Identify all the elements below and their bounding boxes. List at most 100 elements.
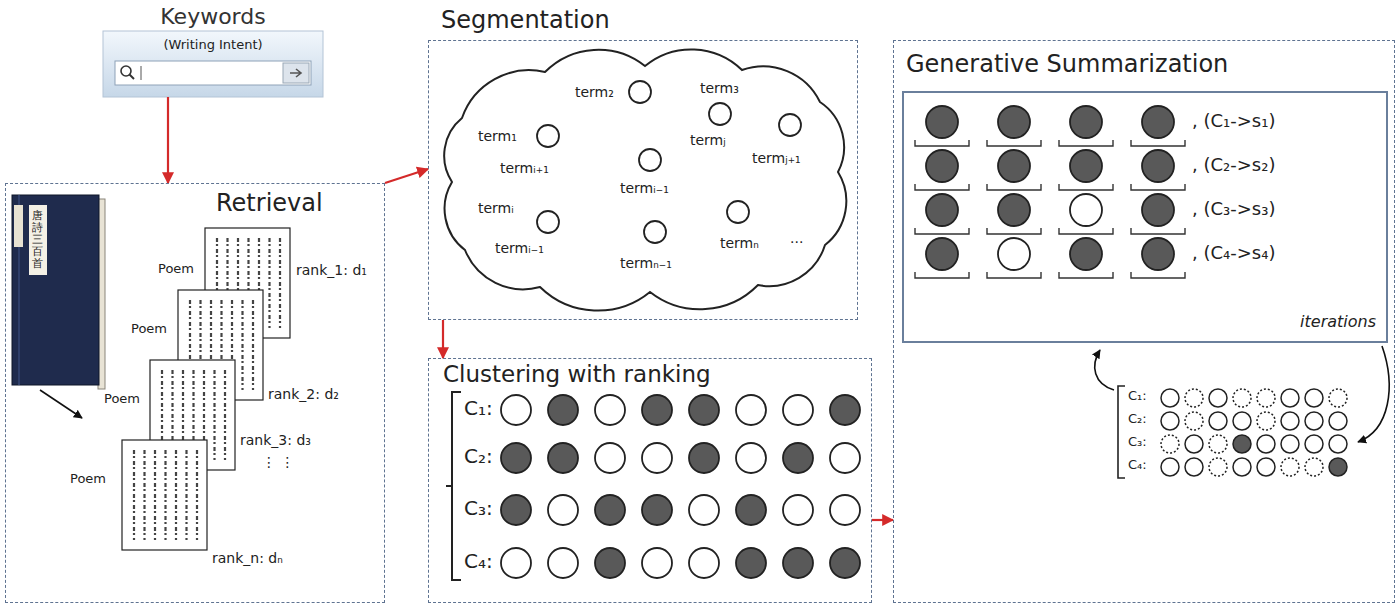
sentence-term bbox=[1070, 194, 1102, 226]
document-label: rank_3: d₃ bbox=[240, 432, 311, 448]
term-circle bbox=[548, 395, 578, 425]
term-circle bbox=[1233, 435, 1251, 453]
slot-underline bbox=[1059, 228, 1113, 234]
document-label: Poem bbox=[104, 392, 140, 407]
term-label: term₃ bbox=[700, 80, 739, 96]
calligraphy-column bbox=[175, 450, 177, 540]
search-panel bbox=[103, 31, 323, 97]
term-circle bbox=[830, 495, 860, 525]
term-circle bbox=[1305, 389, 1323, 407]
term-circle bbox=[1161, 435, 1179, 453]
term-circle bbox=[1329, 435, 1347, 453]
stage-heading: Retrieval bbox=[216, 190, 323, 218]
iteration-arrow bbox=[1358, 346, 1389, 442]
book-title-strip bbox=[29, 205, 47, 275]
sentence-term bbox=[1142, 238, 1174, 270]
term-circle bbox=[1161, 389, 1179, 407]
sentence-term bbox=[1070, 106, 1102, 138]
term-circle bbox=[1281, 458, 1299, 476]
magnifier-handle bbox=[130, 75, 135, 80]
stage-box: Generative Summarizationiterations bbox=[893, 40, 1395, 603]
slot-underline bbox=[915, 272, 969, 278]
term-circle bbox=[783, 395, 813, 425]
calligraphy-column bbox=[252, 300, 254, 390]
term-label: termⱼ bbox=[690, 132, 726, 148]
cluster-bracket bbox=[1118, 386, 1125, 478]
term-cloud bbox=[444, 49, 846, 310]
term-circle bbox=[830, 443, 860, 473]
stage-heading: Segmentation bbox=[441, 7, 610, 35]
text-caret bbox=[141, 66, 142, 80]
term-circle bbox=[709, 103, 731, 125]
term-circle bbox=[1305, 412, 1323, 430]
term-circle bbox=[1233, 412, 1251, 430]
iteration-box: iterations bbox=[902, 91, 1388, 343]
sentence-term bbox=[998, 150, 1030, 182]
term-circle bbox=[537, 211, 559, 233]
calligraphy-column bbox=[143, 450, 145, 540]
slot-underline bbox=[1059, 272, 1113, 278]
cluster-label: C₁: bbox=[1128, 389, 1147, 404]
term-circle bbox=[595, 395, 625, 425]
sentence-term bbox=[998, 238, 1030, 270]
term-circle bbox=[1281, 412, 1299, 430]
term-circle bbox=[548, 443, 578, 473]
flow-arrow bbox=[442, 320, 444, 358]
term-circle bbox=[1281, 435, 1299, 453]
term-circle bbox=[595, 548, 625, 578]
cluster-label: C₄: bbox=[464, 550, 493, 573]
book-title: 唐詩三百首 bbox=[32, 210, 43, 270]
term-circle bbox=[779, 114, 801, 136]
search-button bbox=[283, 63, 309, 83]
term-circle bbox=[830, 395, 860, 425]
calligraphy-column bbox=[133, 450, 135, 540]
document-label: rank_1: d₁ bbox=[296, 262, 367, 278]
document-label: Poem bbox=[70, 472, 106, 487]
term-circle bbox=[642, 495, 672, 525]
term-circle bbox=[1209, 435, 1227, 453]
term-circle bbox=[639, 149, 661, 171]
term-circle bbox=[501, 395, 531, 425]
slot-underline bbox=[1131, 272, 1185, 278]
sentence-term bbox=[998, 106, 1030, 138]
term-circle bbox=[1233, 458, 1251, 476]
slot-underline bbox=[1131, 228, 1185, 234]
cluster-label: C₂: bbox=[464, 445, 493, 468]
sentence-term bbox=[926, 238, 958, 270]
sentence-term bbox=[998, 194, 1030, 226]
term-circle bbox=[501, 495, 531, 525]
term-circle bbox=[689, 395, 719, 425]
term-label: termₙ₋₁ bbox=[620, 255, 672, 271]
term-circle bbox=[595, 443, 625, 473]
term-circle bbox=[1329, 389, 1347, 407]
term-circle bbox=[548, 548, 578, 578]
term-circle bbox=[1329, 458, 1347, 476]
term-circle bbox=[736, 395, 766, 425]
flow-arrow bbox=[385, 169, 428, 183]
slot-underline bbox=[915, 184, 969, 190]
document-label: Poem bbox=[131, 322, 167, 337]
term-circle bbox=[1161, 412, 1179, 430]
slot-underline bbox=[987, 184, 1041, 190]
search-panel: Keywords(Writing Intent) bbox=[100, 4, 326, 97]
cluster-sentence-label: , (C₂->s₂) bbox=[1192, 155, 1275, 176]
term-circle bbox=[642, 443, 672, 473]
term-circle bbox=[1209, 389, 1227, 407]
term-circle bbox=[548, 495, 578, 525]
sentence-term bbox=[926, 106, 958, 138]
search-field bbox=[115, 61, 311, 85]
flow-arrow bbox=[872, 519, 893, 521]
term-circle bbox=[501, 443, 531, 473]
document-label: Poem bbox=[158, 262, 194, 277]
cluster-sentence-label: , (C₄->s₄) bbox=[1192, 243, 1275, 264]
term-label: term₁ bbox=[478, 128, 517, 144]
term-circle bbox=[689, 495, 719, 525]
term-circle bbox=[736, 495, 766, 525]
calligraphy-column bbox=[213, 370, 215, 460]
slot-underline bbox=[915, 228, 969, 234]
term-circle bbox=[644, 221, 666, 243]
sentence-term bbox=[1070, 238, 1102, 270]
sentence-term bbox=[1142, 106, 1174, 138]
term-circle bbox=[1185, 412, 1203, 430]
